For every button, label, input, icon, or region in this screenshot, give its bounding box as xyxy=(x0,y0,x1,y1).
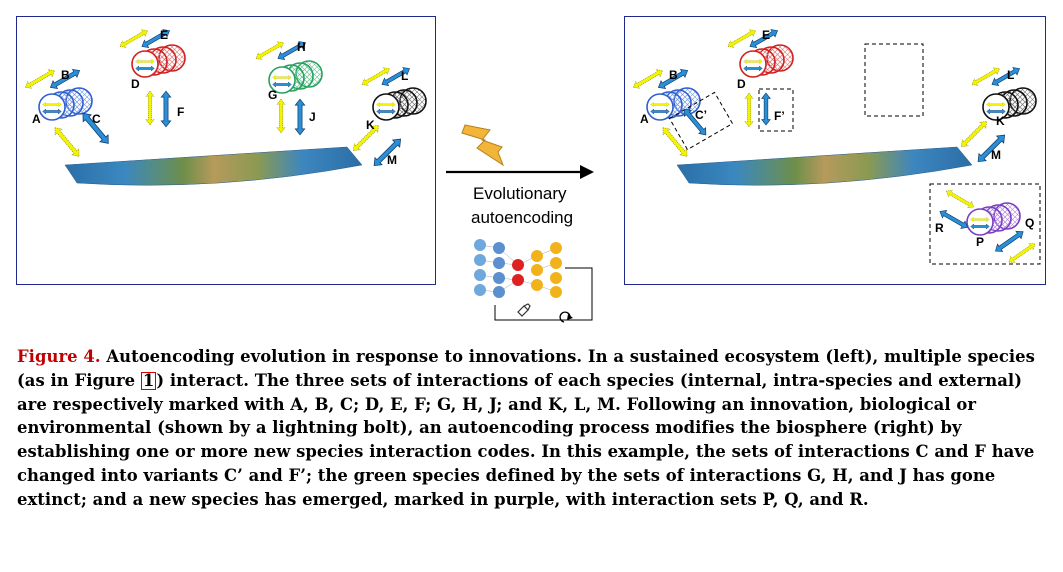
label-a: A xyxy=(640,112,649,126)
species-green xyxy=(268,60,323,94)
label-k: K xyxy=(996,114,1005,128)
label-e: E xyxy=(160,28,168,42)
label-d: D xyxy=(737,77,746,91)
species-blue xyxy=(646,87,701,121)
right-ecosystem-panel: A B C’ D E F’ xyxy=(624,16,1046,285)
label-d: D xyxy=(131,77,140,91)
label-f-prime: F’ xyxy=(774,109,785,123)
species-black xyxy=(982,87,1037,121)
process-label-line2: autoencoding xyxy=(471,208,573,227)
middle-process-area: Evolutionary autoencoding xyxy=(446,124,594,323)
label-r: R xyxy=(935,221,944,235)
wrench-icon xyxy=(517,303,531,317)
species-red xyxy=(131,44,186,78)
label-l: L xyxy=(401,69,408,83)
earth-map xyxy=(64,146,363,186)
label-g: G xyxy=(268,88,277,102)
label-b: B xyxy=(669,68,678,82)
label-c-prime: C’ xyxy=(695,108,707,122)
label-m: M xyxy=(991,148,1001,162)
label-j: J xyxy=(309,110,316,124)
label-h: H xyxy=(297,40,306,54)
caption-text-part1: Autoencoding evolution in response to in… xyxy=(17,347,1035,390)
label-m: M xyxy=(387,153,397,167)
label-b: B xyxy=(61,68,70,82)
species-red xyxy=(739,44,794,78)
extinct-species-box xyxy=(864,43,924,117)
process-label-line1: Evolutionary xyxy=(473,184,567,203)
label-l: L xyxy=(1007,68,1014,82)
label-c: C xyxy=(92,112,101,126)
species-black xyxy=(372,87,427,121)
figure-label: Figure 4. xyxy=(17,347,101,366)
earth-map xyxy=(676,146,973,186)
right-ecosystem-diagram: A B C’ D E F’ xyxy=(631,26,1041,266)
species-blue xyxy=(38,87,93,121)
figure-caption: Figure 4. Autoencoding evolution in resp… xyxy=(17,345,1047,512)
label-e: E xyxy=(762,28,770,42)
left-ecosystem-panel: A B C D E F G H xyxy=(16,16,436,285)
changed-set-c-box xyxy=(668,91,734,151)
label-p: P xyxy=(976,235,984,249)
new-species-box xyxy=(929,183,1041,265)
changed-set-f-box xyxy=(758,88,794,132)
label-f: F xyxy=(177,105,184,119)
lightning-bolt-icon xyxy=(461,124,505,167)
species-purple xyxy=(966,202,1021,236)
label-k: K xyxy=(366,118,375,132)
figure-reference-link[interactable]: 1 xyxy=(140,370,157,390)
label-q: Q xyxy=(1025,216,1034,230)
left-ecosystem-diagram: A B C D E F G H xyxy=(23,26,427,186)
autoencoder-network-icon xyxy=(474,239,593,323)
caption-text-part2: ) interact. The three sets of interactio… xyxy=(17,370,1035,509)
label-a: A xyxy=(32,112,41,126)
